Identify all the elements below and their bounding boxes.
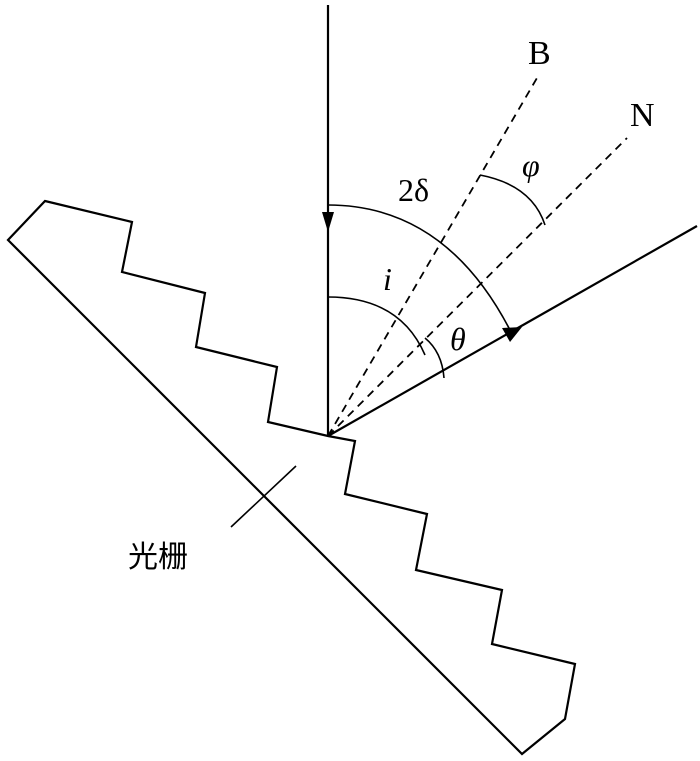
blaze-normal-line: [327, 77, 538, 437]
diffracted-arrow: [502, 327, 522, 342]
label-phi: φ: [522, 147, 540, 183]
label-2delta: 2δ: [398, 172, 429, 208]
arc-i: [327, 296, 426, 356]
label-N: N: [630, 97, 655, 134]
grating-normal-line: [327, 137, 628, 437]
grating-outline: [6, 199, 577, 756]
label-grating: 光栅: [128, 540, 188, 575]
incident-arrow: [322, 212, 334, 232]
arc-phi: [479, 174, 546, 226]
label-theta: θ: [450, 321, 466, 357]
arc-2delta: [327, 204, 511, 331]
label-B: B: [528, 35, 551, 72]
label-i: i: [383, 261, 392, 297]
grating-leader-line: [230, 465, 297, 528]
arc-theta: [424, 337, 445, 379]
